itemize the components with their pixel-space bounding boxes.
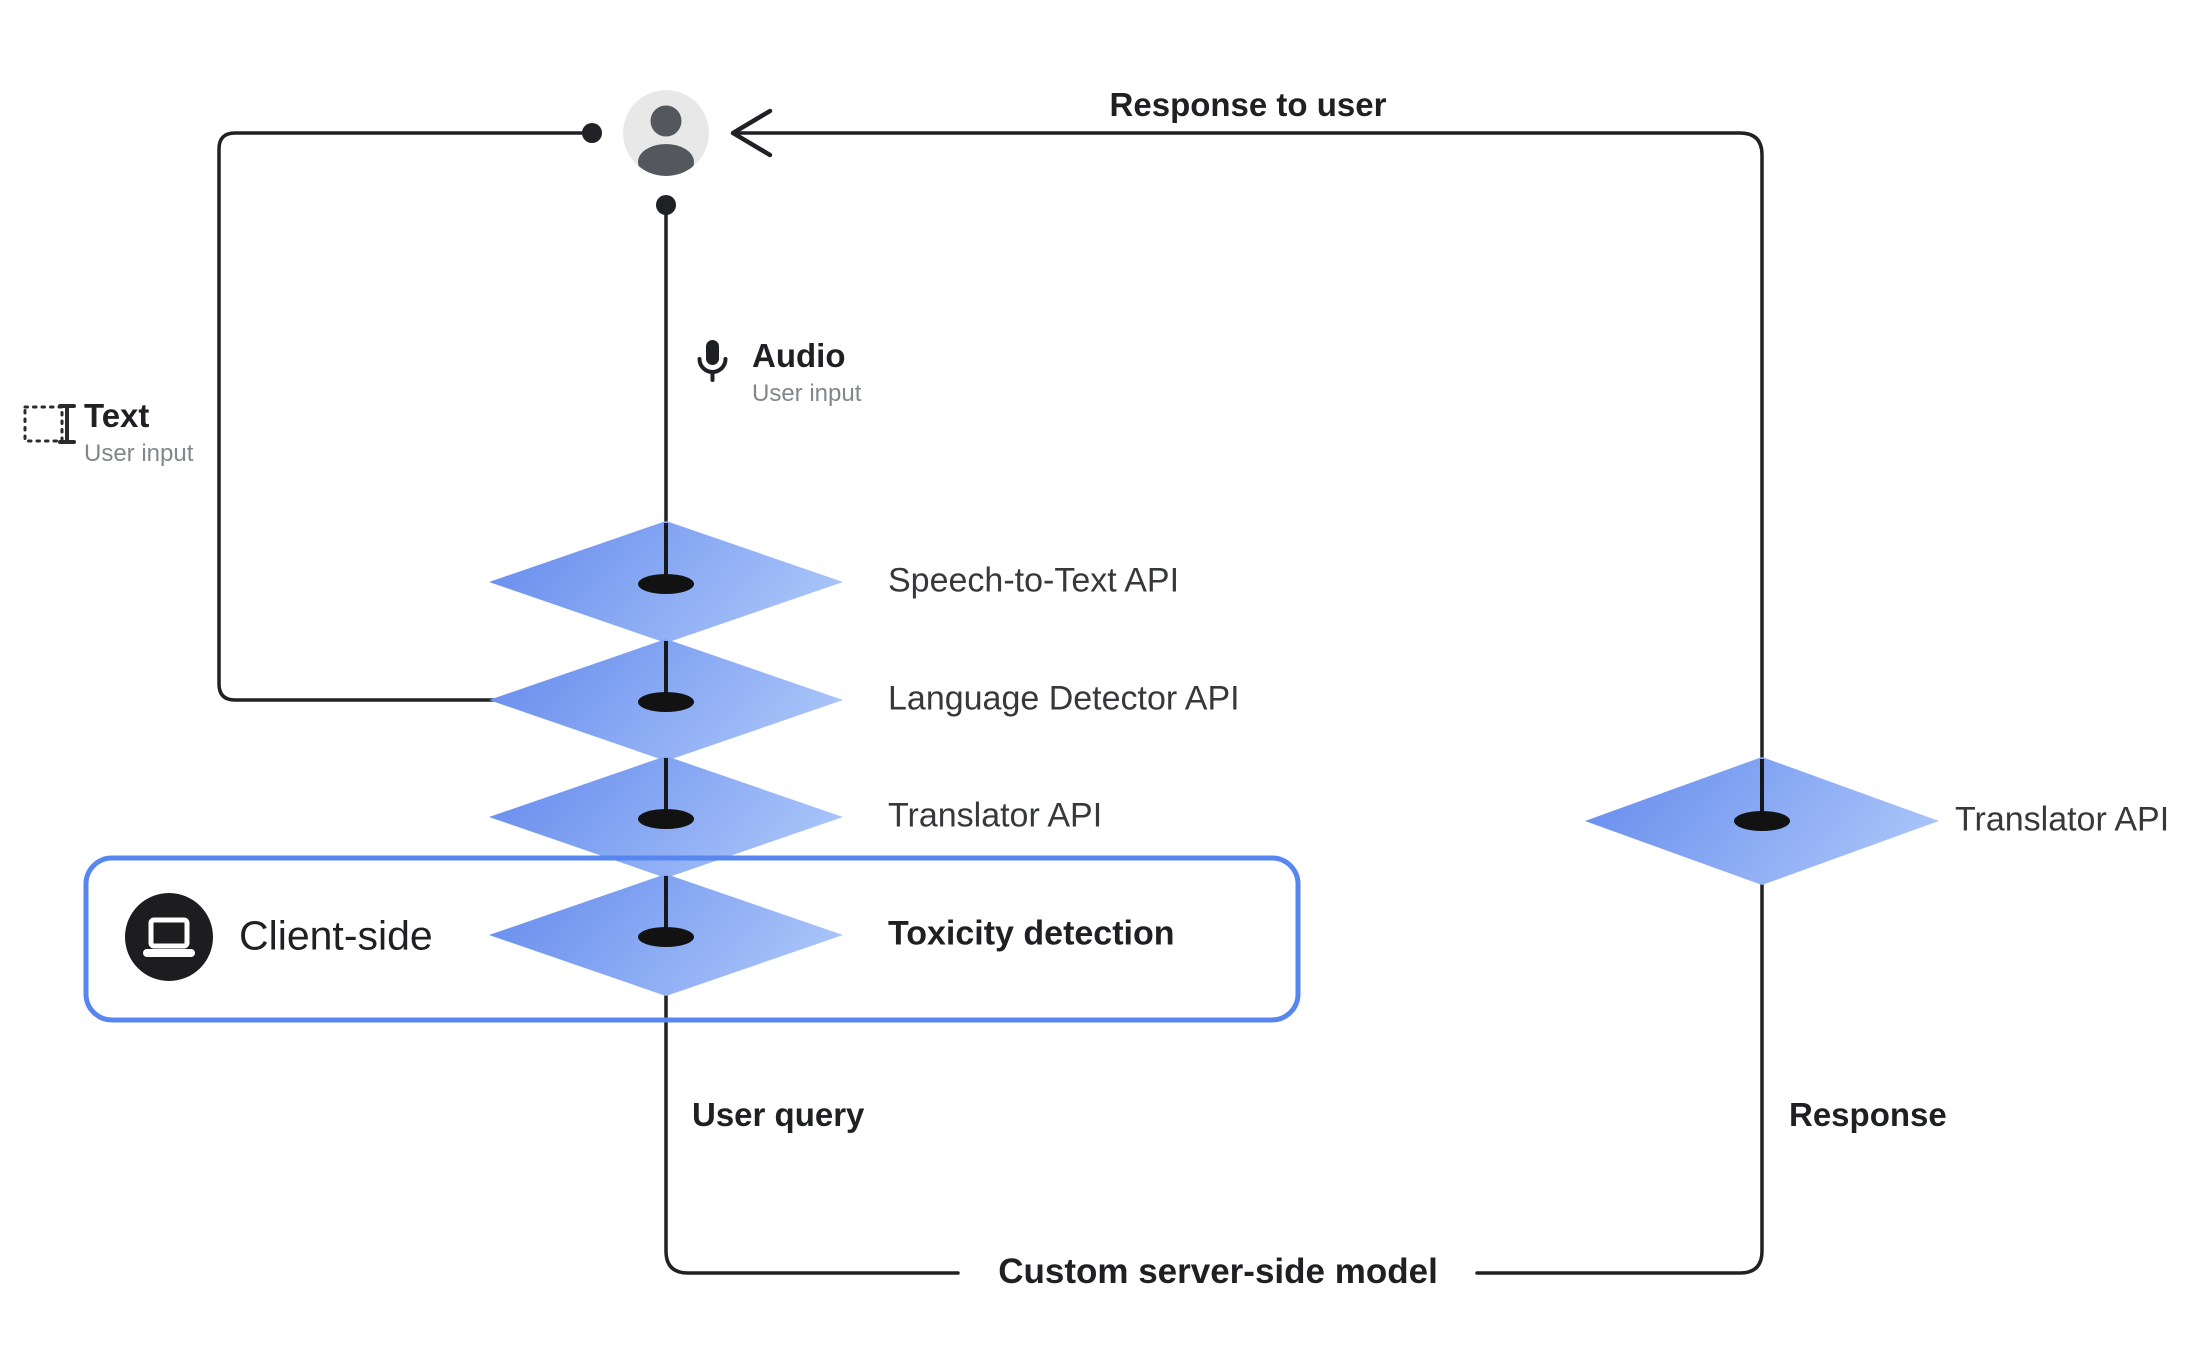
user-query-label: User query xyxy=(692,1095,865,1133)
node-dot xyxy=(638,692,694,712)
response-to-user-label: Response to user xyxy=(1109,86,1387,123)
response-label: Response xyxy=(1789,1095,1947,1133)
client-side-box xyxy=(83,855,1301,1023)
language-detector-api-label: Language Detector API xyxy=(888,679,1240,718)
user-avatar-icon xyxy=(623,90,709,176)
text-cursor-icon xyxy=(23,404,76,444)
response-line xyxy=(737,131,1764,1275)
text-input-title: Text xyxy=(84,397,150,434)
text-input-label: Text User input xyxy=(84,397,194,467)
text-input-loop-line xyxy=(217,131,594,702)
node-dot xyxy=(638,574,694,594)
node-dot xyxy=(638,809,694,829)
audio-input-label: Audio User input xyxy=(752,337,862,407)
client-side-label: Client-side xyxy=(239,912,433,959)
line-endpoint-dot xyxy=(582,123,602,143)
user-query-line xyxy=(664,203,960,1275)
line-endpoint-dot xyxy=(656,195,676,215)
server-translator-api-label: Translator API xyxy=(1955,800,2170,839)
microphone-icon xyxy=(697,340,728,382)
custom-server-side-model-label: Custom server-side model xyxy=(998,1251,1438,1291)
text-input-subtitle: User input xyxy=(84,439,194,467)
toxicity-detection-label: Toxicity detection xyxy=(888,914,1175,953)
node-dot xyxy=(638,927,694,947)
translator-api-label: Translator API xyxy=(888,796,1103,835)
speech-to-text-api-label: Speech-to-Text API xyxy=(888,561,1180,600)
audio-input-subtitle: User input xyxy=(752,379,862,407)
node-dot xyxy=(1734,811,1790,831)
arrowhead-to-user xyxy=(730,108,773,158)
audio-input-title: Audio xyxy=(752,337,846,374)
laptop-icon xyxy=(125,893,213,981)
